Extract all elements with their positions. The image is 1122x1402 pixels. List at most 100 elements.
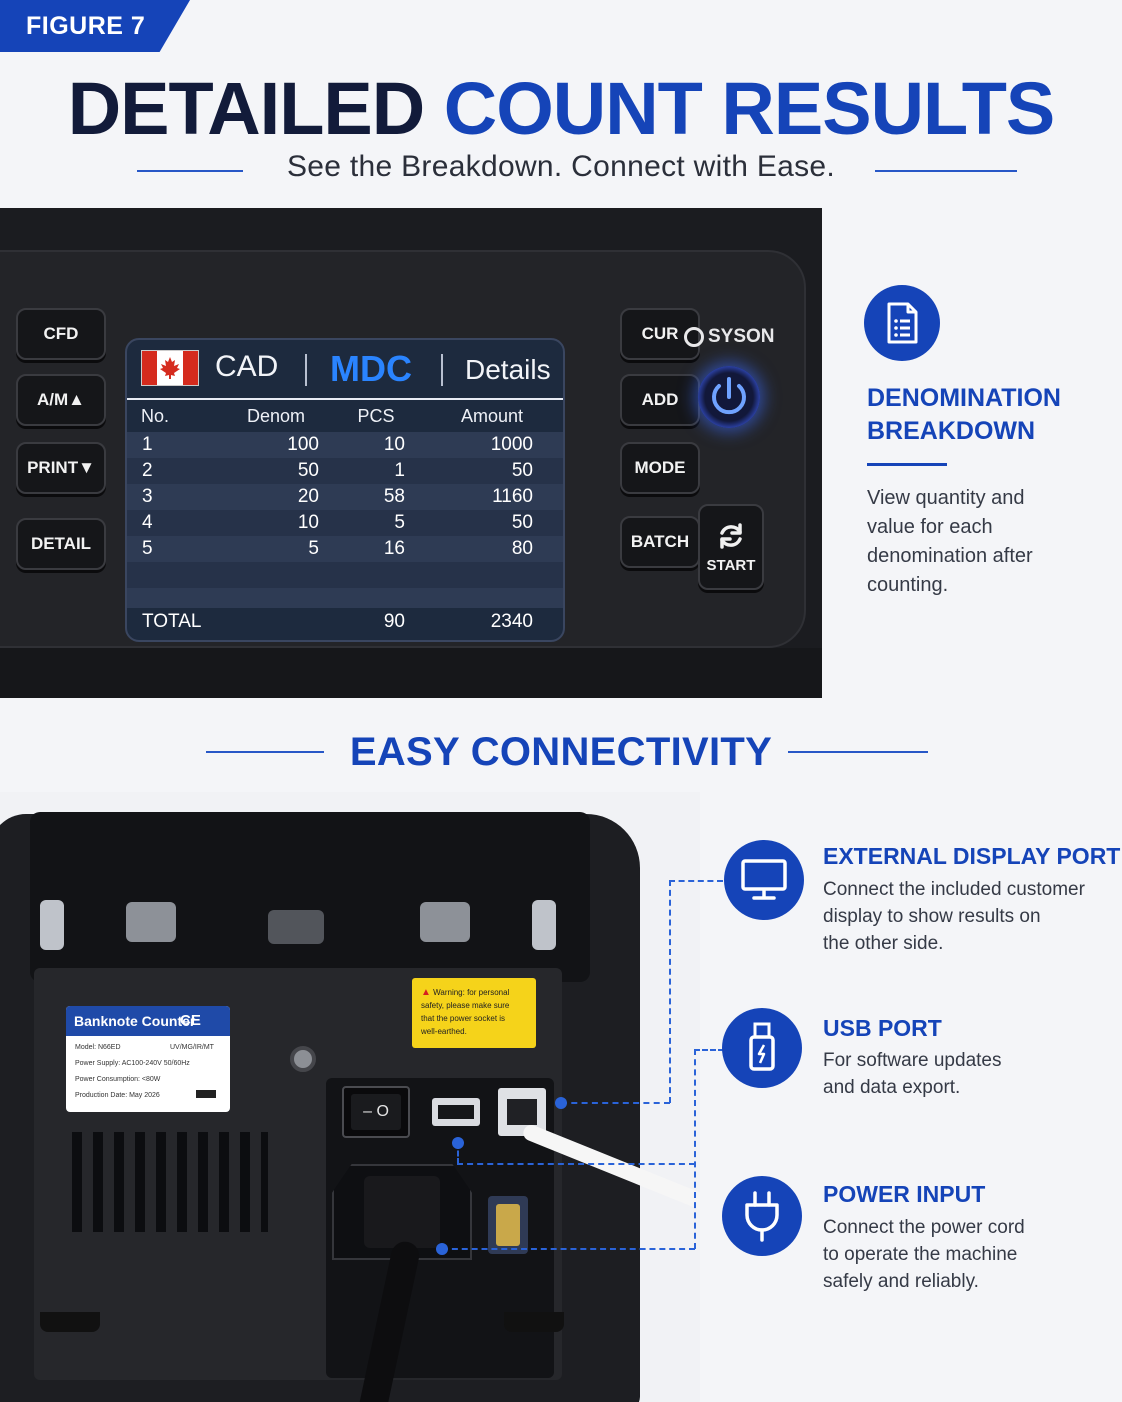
page-title-blue: COUNT RESULTS — [443, 67, 1056, 150]
barcode-icon — [196, 1090, 216, 1098]
cell-no: 1 — [142, 434, 153, 455]
cell-denom: 5 — [308, 538, 319, 559]
detail-button[interactable]: DETAIL — [16, 518, 106, 570]
total-row: TOTAL 90 2340 — [127, 608, 563, 636]
connector-line — [457, 1163, 695, 1165]
roller — [420, 902, 470, 942]
column-header: No. — [141, 405, 170, 426]
connector-line — [561, 1102, 670, 1104]
rating-label: Banknote Counter CE Model: N66ED UV/MG/I… — [66, 1006, 230, 1112]
warning-triangle-icon: ▲ — [421, 987, 431, 998]
total-pcs: 90 — [383, 611, 405, 632]
feature-description: View quantity and value for each denomin… — [867, 484, 1033, 600]
device-panel-photo: CFD A/M▲ PRINT▼ DETAIL CAD MDC Details N… — [0, 208, 822, 698]
subtitle-rule-left — [137, 170, 243, 172]
start-button[interactable]: START — [698, 504, 764, 590]
power-switch-rocker: – O — [351, 1094, 401, 1130]
warning-line: ▲ Warning: for personal — [421, 987, 510, 998]
cell-pcs: 1 — [394, 460, 405, 481]
rating-date: Production Date: May 2026 — [75, 1092, 160, 1099]
rating-supply: Power Supply: AC100-240V 50/60Hz — [75, 1060, 190, 1067]
feature-heading: DENOMINATION BREAKDOWN — [867, 382, 1061, 448]
cell-amount: 50 — [511, 460, 533, 481]
external-display-port[interactable] — [498, 1088, 546, 1136]
cell-no: 4 — [142, 512, 153, 533]
cell-pcs: 16 — [383, 538, 405, 559]
cell-denom: 10 — [297, 512, 319, 533]
am-up-button[interactable]: A/M▲ — [16, 374, 106, 426]
ventilation-grille — [72, 1132, 268, 1232]
table-row: 5 5 16 80 — [127, 536, 563, 562]
column-header: Amount — [460, 405, 524, 426]
connectivity-description: For software updates and data export. — [823, 1050, 1002, 1098]
table-row-empty — [127, 562, 563, 588]
document-list-icon — [864, 285, 940, 361]
cur-button[interactable]: CUR — [620, 308, 700, 360]
start-label: START — [706, 556, 756, 574]
roller — [532, 900, 556, 950]
ground-screw-icon — [290, 1046, 316, 1072]
ce-mark: CE — [180, 1012, 201, 1029]
power-icon — [712, 377, 746, 415]
print-down-button[interactable]: PRINT▼ — [16, 442, 106, 494]
cell-denom: 20 — [297, 486, 319, 507]
rating-consumption: Power Consumption: <80W — [75, 1076, 161, 1083]
warning-line: that the power socket is — [421, 1014, 506, 1023]
warning-label: ▲ Warning: for personal safety, please m… — [412, 978, 536, 1048]
feature-heading-line: DENOMINATION — [867, 384, 1061, 412]
connector-line — [669, 880, 723, 882]
connector-line — [694, 1049, 724, 1051]
usb-drive-icon — [722, 1008, 802, 1088]
section-rule-right — [788, 751, 928, 753]
machine-top-tray — [30, 812, 590, 982]
feature-heading-line: BREAKDOWN — [867, 417, 1036, 445]
table-header: No. Denom PCS Amount — [127, 402, 563, 430]
section-rule-left — [206, 751, 324, 753]
connector-line — [457, 1143, 459, 1164]
cfd-button[interactable]: CFD — [16, 308, 106, 360]
mode-button[interactable]: MODE — [620, 442, 700, 494]
cell-amount: 1160 — [492, 486, 533, 507]
connectivity-heading: POWER INPUT — [823, 1181, 986, 1207]
rear-panel-photo: Banknote Counter CE Model: N66ED UV/MG/I… — [0, 792, 700, 1402]
table-row: 2 50 1 50 — [127, 458, 563, 484]
serial-port[interactable] — [488, 1196, 528, 1254]
device-base — [0, 648, 822, 698]
screen-view: Details — [465, 354, 551, 385]
cell-no: 5 — [142, 538, 153, 559]
cell-pcs: 5 — [394, 512, 405, 533]
table-row: 3 20 58 1160 — [127, 484, 563, 510]
syson-logo: SYSON — [684, 326, 775, 348]
table-row: 1 100 10 1000 — [127, 432, 563, 458]
feature-line: counting. — [867, 574, 949, 596]
connectivity-description: Connect the included customer display to… — [823, 879, 1085, 954]
cell-no: 3 — [142, 486, 153, 507]
connector-line — [442, 1248, 695, 1250]
batch-button[interactable]: BATCH — [620, 516, 700, 568]
column-header: Denom — [246, 405, 306, 426]
cell-pcs: 58 — [383, 486, 405, 507]
power-button[interactable] — [698, 366, 760, 428]
cell-amount: 1000 — [490, 434, 533, 455]
roller — [268, 910, 324, 944]
usb-port[interactable] — [432, 1098, 480, 1126]
roller — [40, 900, 64, 950]
cell-denom: 50 — [297, 460, 319, 481]
table-row-empty — [127, 588, 563, 608]
feature-underline — [867, 463, 947, 466]
subtitle-rule-right — [875, 170, 1017, 172]
connector-line — [694, 1049, 696, 1249]
cell-denom: 100 — [287, 434, 319, 455]
figure-tag: FIGURE 7 — [0, 0, 190, 52]
power-switch[interactable]: – O — [342, 1086, 410, 1138]
connectivity-heading: EXTERNAL DISPLAY PORT — [823, 843, 1121, 869]
feature-line: value for each — [867, 516, 993, 538]
feature-line: denomination after — [867, 545, 1033, 567]
rating-modes: UV/MG/IR/MT — [170, 1044, 214, 1051]
power-plug-icon — [722, 1176, 802, 1256]
total-label: TOTAL — [142, 611, 202, 632]
rating-model: Model: N66ED — [75, 1044, 121, 1051]
screen-separator — [441, 354, 443, 386]
page-title: DETAILED COUNT RESULTS — [0, 66, 1122, 151]
add-button[interactable]: ADD — [620, 374, 700, 426]
